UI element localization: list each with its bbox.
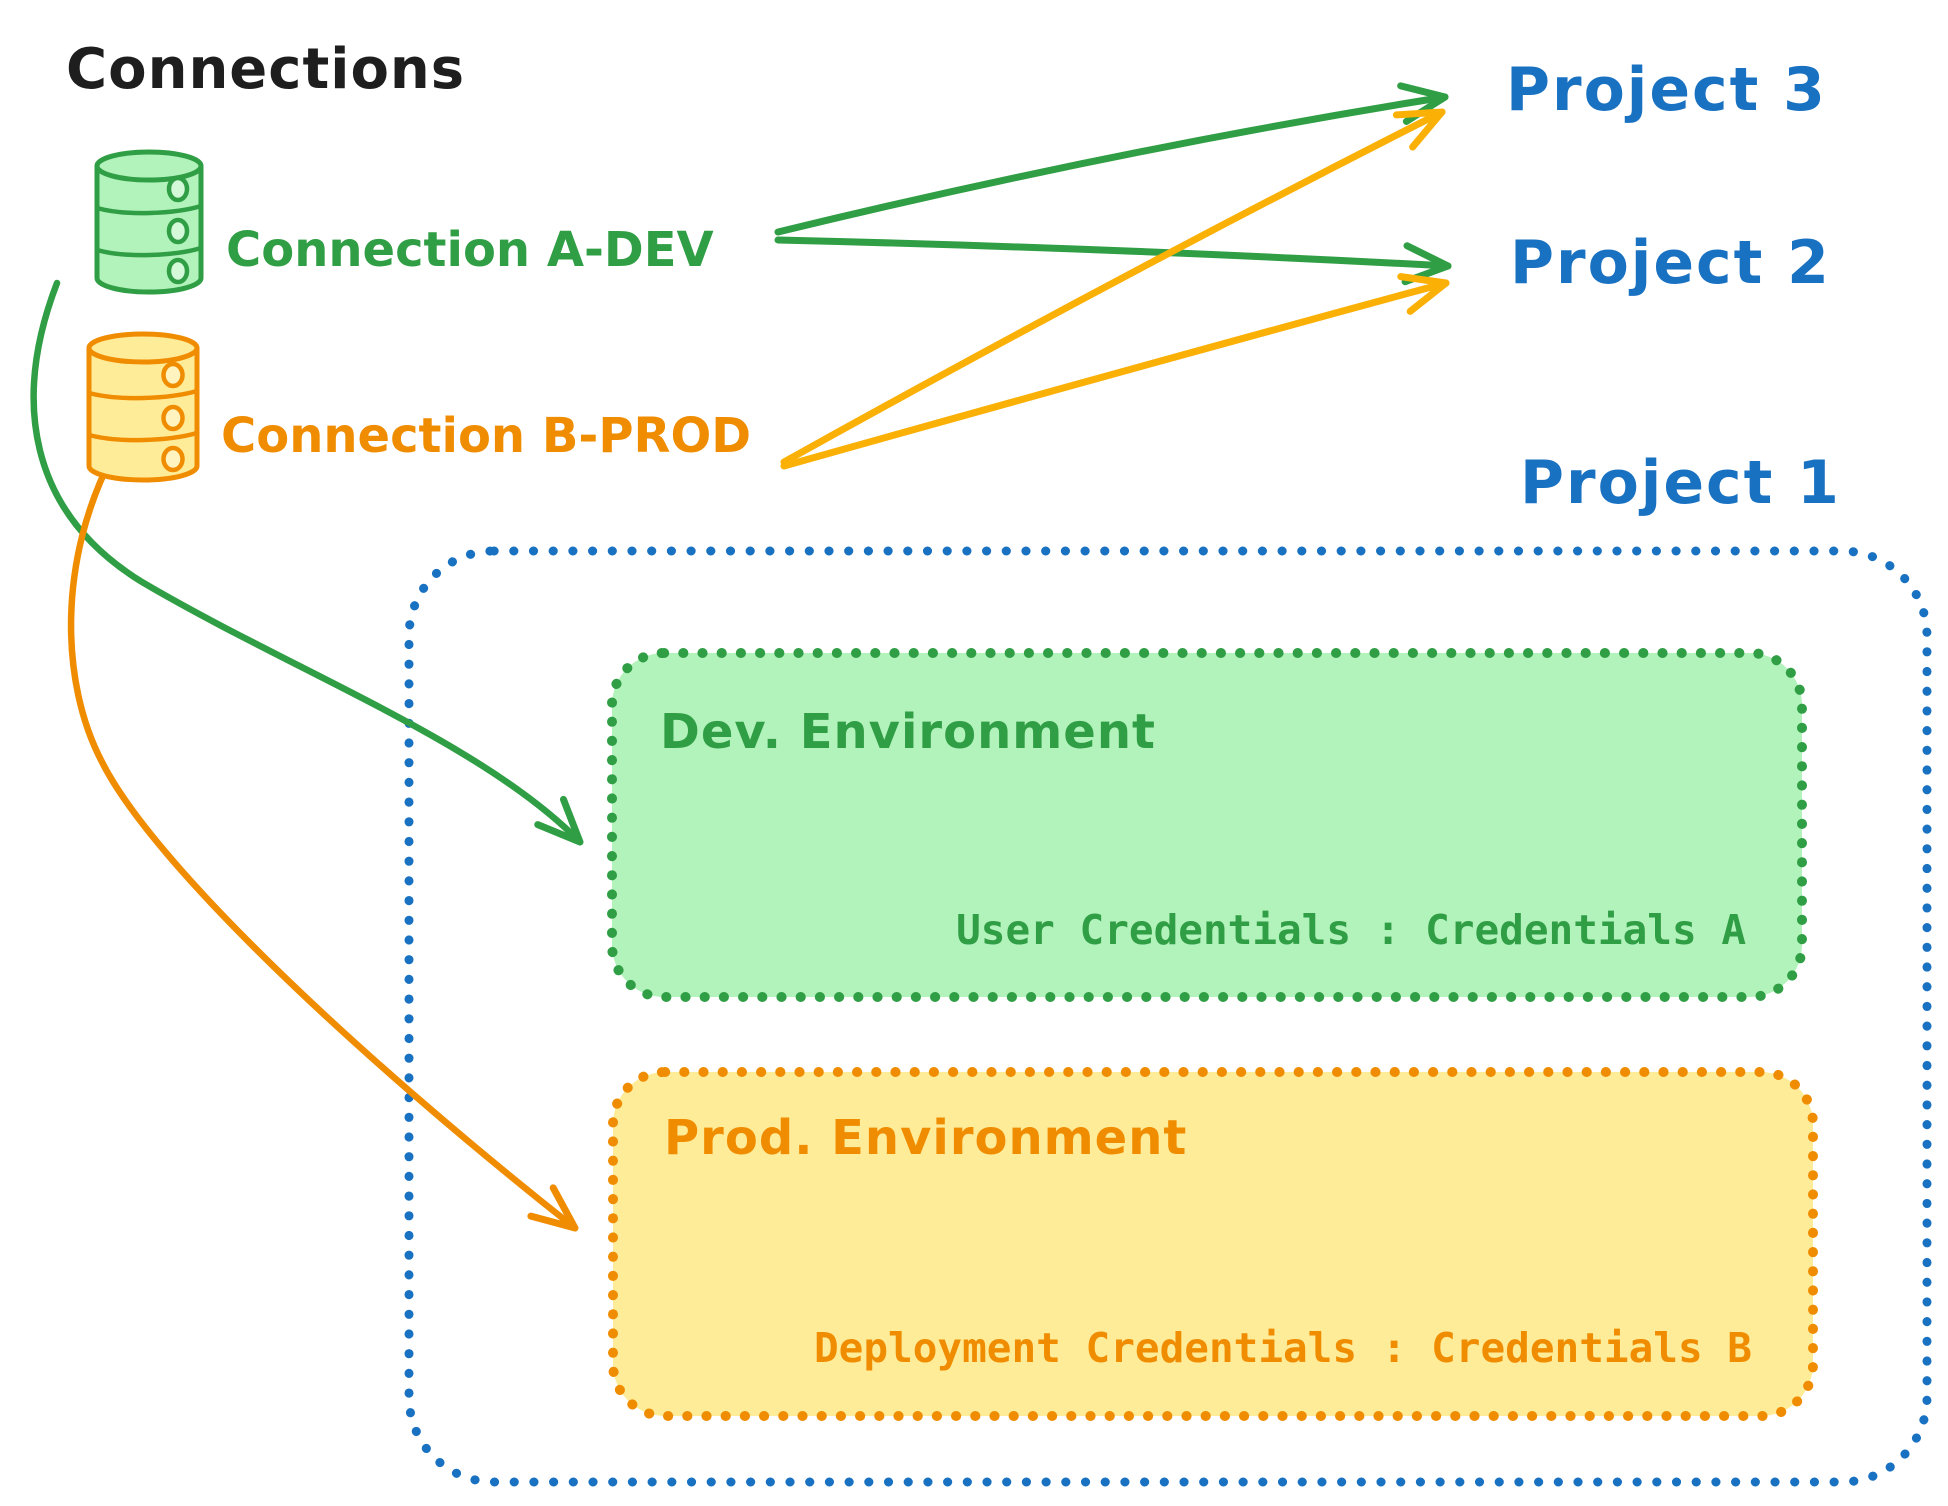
- arrow-a-dev-to-dev-environment: [30, 279, 584, 846]
- prod-environment-title: Prod. Environment: [664, 1110, 1187, 1166]
- db-prod-port-3: [161, 445, 185, 473]
- db-prod-port-1: [161, 361, 185, 389]
- arrow-b-prod-to-project-3: [780, 108, 1446, 466]
- connection-a-dev-label: Connection A-DEV: [226, 222, 714, 278]
- arrow-b-prod-to-project-2: [780, 273, 1450, 470]
- connections-title: Connections: [66, 37, 465, 102]
- db-prod-outline: [86, 345, 200, 483]
- arrow-b-prod-to-prod-environment: [67, 451, 579, 1232]
- project-1-boundary-box: [404, 546, 1932, 1487]
- project-1-label: Project 1: [1520, 448, 1841, 518]
- db-prod-port-2: [161, 404, 185, 432]
- prod-environment-box: Prod. Environment Deployment Credentials…: [608, 1067, 1818, 1421]
- connection-a-dev: Connection A-DEV: [94, 149, 714, 295]
- dev-environment-rect: [607, 648, 1807, 1002]
- db-prod-divider-1: [86, 388, 200, 401]
- project-2-label: Project 2: [1510, 228, 1831, 298]
- db-dev-divider-2: [94, 245, 204, 258]
- connection-b-prod: Connection B-PROD: [86, 331, 751, 483]
- db-prod-divider-2: [86, 430, 200, 443]
- prod-environment-credentials: Deployment Credentials : Credentials B: [814, 1324, 1752, 1372]
- db-dev-divider-1: [94, 203, 204, 216]
- database-icon-dev: [94, 149, 204, 295]
- dev-environment-credentials: User Credentials : Credentials A: [956, 906, 1746, 954]
- connection-b-prod-label: Connection B-PROD: [221, 408, 751, 464]
- prod-environment-rect: [608, 1067, 1818, 1421]
- db-dev-port-1: [166, 175, 190, 203]
- db-dev-port-3: [166, 257, 190, 285]
- db-dev-port-2: [166, 217, 190, 245]
- dev-environment-box: Dev. Environment User Credentials : Cred…: [607, 648, 1807, 1002]
- project-3-label: Project 3: [1506, 55, 1827, 125]
- database-icon-prod: [86, 331, 200, 483]
- arrow-a-dev-to-project-2: [774, 236, 1452, 286]
- db-dev-top: [94, 149, 204, 183]
- dev-environment-title: Dev. Environment: [660, 704, 1156, 760]
- arrow-a-dev-to-project-3: [774, 82, 1449, 236]
- db-prod-top: [86, 331, 200, 365]
- db-dev-outline: [94, 163, 204, 295]
